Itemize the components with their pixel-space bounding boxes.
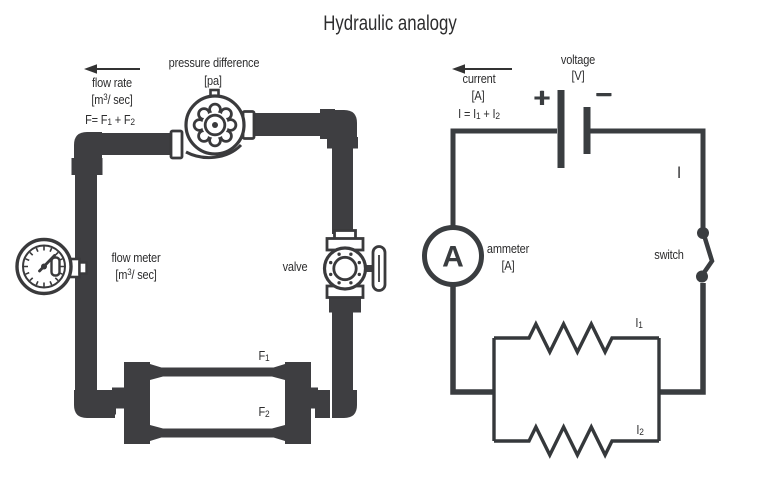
branch-f2-label: F2	[258, 405, 270, 420]
current-unit: [A]	[471, 89, 485, 103]
pump-icon	[169, 88, 256, 160]
current-direction-arrow-icon	[452, 64, 512, 74]
flow-meter-unit: [m3/ sec]	[115, 267, 157, 282]
battery-minus-sign: −	[595, 79, 613, 110]
battery-icon	[557, 90, 591, 168]
current-formula: I = I1 + I2	[458, 107, 500, 122]
valve-icon	[322, 229, 387, 299]
pressure-unit: [pa]	[204, 74, 222, 88]
ammeter-icon: A	[422, 225, 484, 287]
wire-current-label: I	[677, 163, 681, 182]
voltage-label: voltage	[560, 53, 596, 67]
voltage-unit: [V]	[571, 69, 585, 83]
flow-formula: F= F1 + F2	[85, 113, 135, 128]
electric-circuit-wires	[450, 128, 706, 395]
page-title: Hydraulic analogy	[323, 12, 457, 35]
branch-i2-label: I2	[636, 423, 644, 438]
flow-meter-gauge-icon	[15, 237, 88, 296]
resistor-1-icon	[494, 320, 659, 356]
valve-label: valve	[282, 260, 308, 274]
parallel-pipes-section	[124, 362, 311, 444]
switch-icon	[696, 227, 715, 283]
pressure-difference-label: pressure difference	[168, 56, 260, 70]
ammeter-label: ammeter	[486, 242, 530, 256]
branch-i1-label: I1	[635, 316, 643, 331]
current-label: current	[462, 72, 496, 86]
resistor-2-icon	[494, 423, 659, 459]
branch-f1-label: F1	[258, 349, 270, 364]
battery-plus-sign: +	[533, 82, 551, 113]
ammeter-unit: [A]	[501, 259, 515, 273]
flow-rate-label: flow rate	[92, 76, 132, 90]
ammeter-symbol: A	[442, 241, 464, 274]
switch-label: switch	[654, 248, 684, 262]
flow-rate-unit: [m3/ sec]	[91, 92, 133, 107]
flow-meter-label: flow meter	[111, 251, 161, 265]
resistor-network	[492, 320, 661, 459]
flow-direction-arrow-icon	[84, 64, 140, 74]
